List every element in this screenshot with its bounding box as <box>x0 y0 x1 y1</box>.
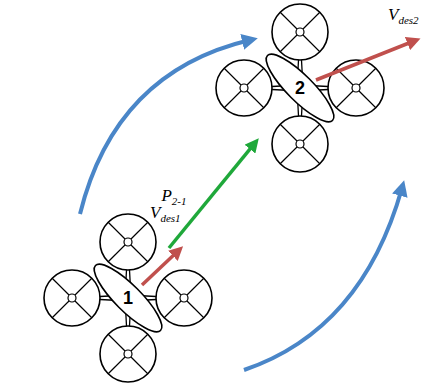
edge-label: P2-1 <box>159 187 188 207</box>
quadrotor-frame <box>216 4 384 172</box>
rotor <box>272 4 328 60</box>
drone-number: 1 <box>123 289 133 307</box>
drone-body: 2 <box>250 38 350 138</box>
motion-arrow <box>244 188 402 370</box>
quadrotor-frame <box>44 214 212 382</box>
velocity-label: Vdes2 <box>388 6 419 26</box>
rotor <box>328 60 384 116</box>
drone-number: 2 <box>295 79 305 97</box>
velocity-arrow <box>142 251 178 285</box>
rotor <box>156 270 212 326</box>
motion-arrow <box>80 40 250 214</box>
drone-body: 1 <box>78 248 178 348</box>
rotor <box>272 116 328 172</box>
position-vector <box>169 143 255 248</box>
rotor <box>44 270 100 326</box>
rotor <box>216 60 272 116</box>
rotor <box>100 214 156 270</box>
velocity-arrow <box>316 41 414 80</box>
rotor <box>100 326 156 382</box>
